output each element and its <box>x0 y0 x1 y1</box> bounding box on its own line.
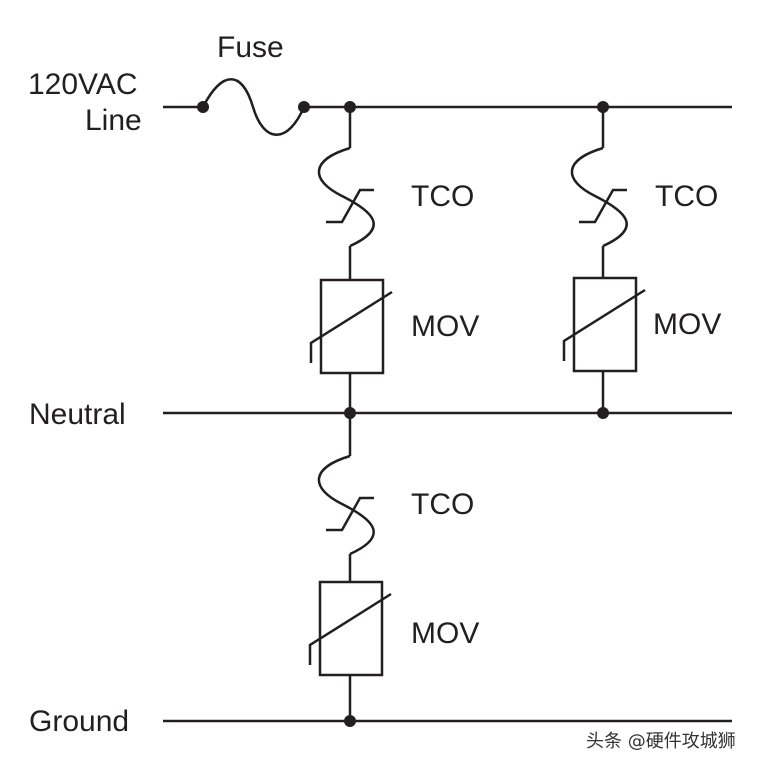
mov-label-2: MOV <box>653 308 721 341</box>
tco-thermal-mark <box>326 188 374 224</box>
mov-body <box>572 276 638 373</box>
branch-line-neutral-right <box>562 107 646 413</box>
ground-label: Ground <box>29 705 129 738</box>
neutral-label: Neutral <box>29 398 126 431</box>
line-rail <box>163 78 732 136</box>
tco-symbol <box>317 454 375 556</box>
watermark-text: 头条 @硬件攻城狮 <box>586 731 736 752</box>
tco-symbol <box>317 146 375 248</box>
mov-varistor-mark <box>309 290 393 363</box>
fuse-terminal-left <box>197 101 209 113</box>
fuse-terminal-right <box>298 101 310 113</box>
mov-varistor-mark <box>308 592 392 665</box>
tco-thermal-mark <box>326 496 374 532</box>
mov-varistor-mark <box>562 288 646 361</box>
tco-label-1: TCO <box>411 180 474 213</box>
tco-thermal-mark <box>579 188 627 224</box>
tco-label-2: TCO <box>655 180 718 213</box>
line-label: Line <box>85 104 142 137</box>
tco-symbol <box>570 146 628 248</box>
fuse-label: Fuse <box>217 31 284 64</box>
mov-body <box>319 278 385 375</box>
mov-label-3: MOV <box>411 617 479 650</box>
mov-body <box>318 580 384 677</box>
tco-label-3: TCO <box>411 488 474 521</box>
mov-label-1: MOV <box>411 310 479 343</box>
branch-line-neutral-left <box>309 107 393 413</box>
branch-neutral-ground <box>308 413 392 721</box>
line-voltage-label: 120VAC <box>28 68 138 101</box>
